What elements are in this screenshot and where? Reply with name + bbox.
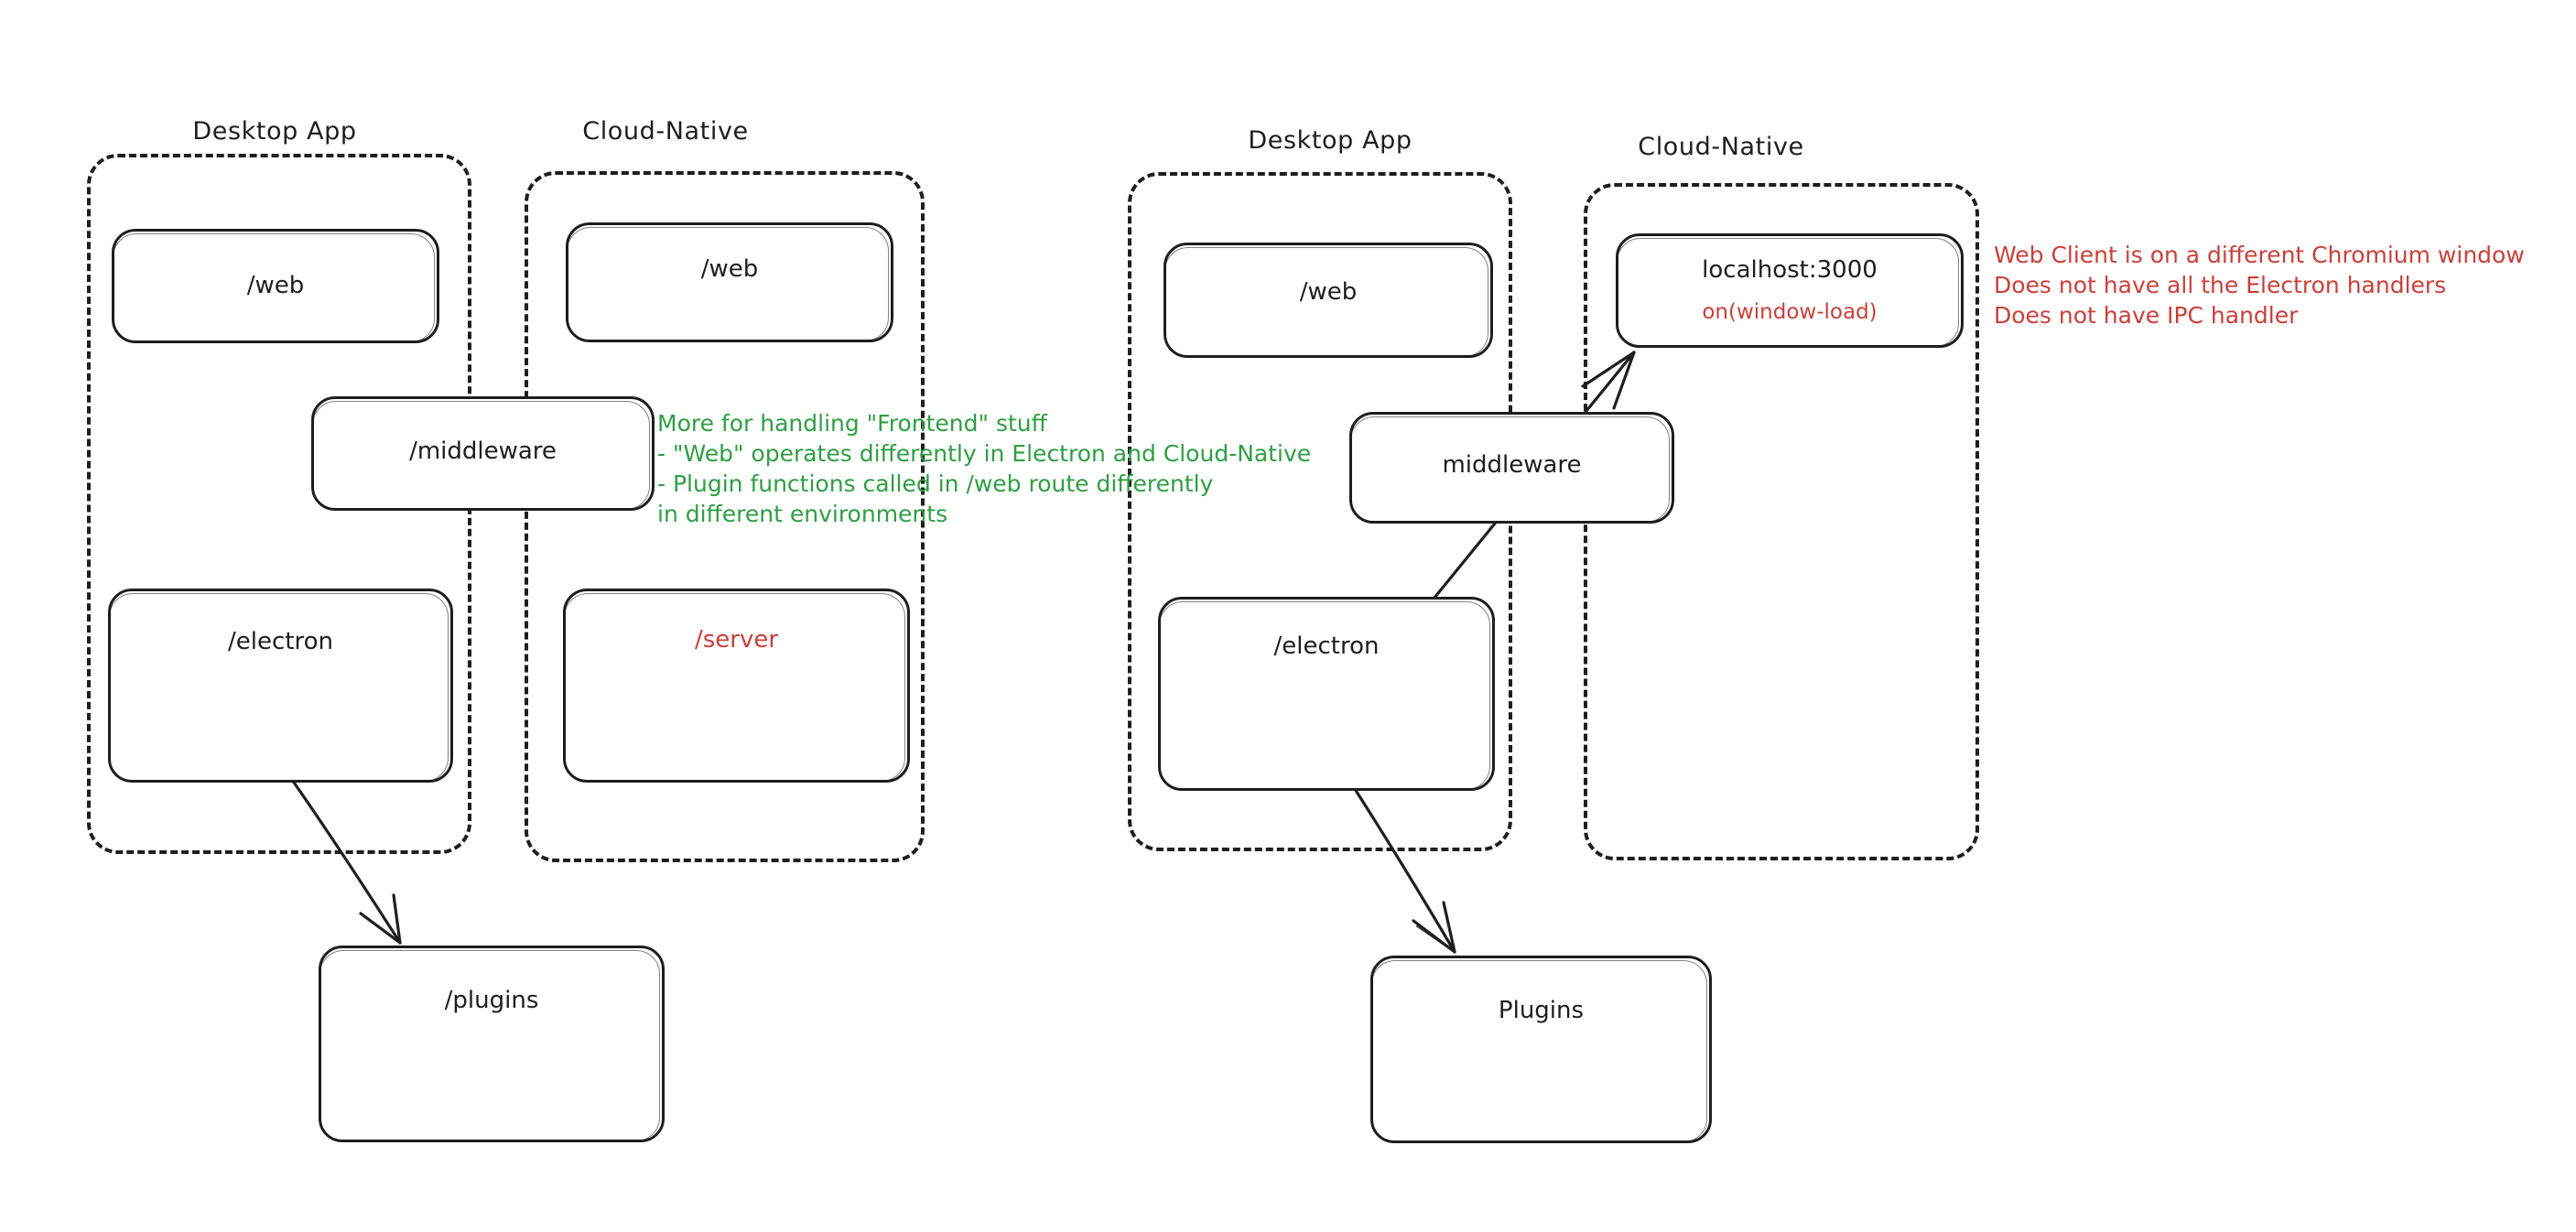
node-label-web-desktop-left: /web [246, 272, 305, 299]
node-label-web-desktop-right: /web [1299, 278, 1358, 306]
node-web-desktop-left[interactable]: /web [112, 229, 439, 343]
node-plugins-left[interactable]: /plugins [319, 946, 665, 1142]
group-label-desktop-app-left: Desktop App [192, 117, 357, 146]
group-cloud-native-left [525, 171, 925, 862]
group-label-cloud-native-left: Cloud-Native [582, 117, 749, 146]
node-middleware-left[interactable]: /middleware [311, 396, 655, 511]
group-label-cloud-native-right: Cloud-Native [1638, 133, 1804, 161]
node-sublabel-on-window-load: on(window-load) [1702, 300, 1878, 324]
annotation-frontend-note: More for handling "Frontend" stuff - "We… [657, 410, 1312, 527]
node-web-desktop-right[interactable]: /web [1164, 243, 1493, 358]
node-plugins-right[interactable]: Plugins [1370, 956, 1712, 1143]
node-localhost-right[interactable]: localhost:3000 on(window-load) [1616, 233, 1964, 348]
node-label-localhost-right: localhost:3000 [1702, 256, 1878, 284]
node-label-plugins-right: Plugins [1498, 997, 1585, 1024]
annotation-web-client-note: Web Client is on a different Chromium wi… [1994, 242, 2525, 329]
node-label-plugins-left: /plugins [444, 987, 539, 1014]
node-label-electron-right: /electron [1273, 632, 1380, 660]
node-label-web-cloud-left: /web [700, 255, 759, 283]
node-web-cloud-left[interactable]: /web [566, 222, 893, 342]
node-label-electron-left: /electron [228, 628, 333, 655]
node-label-middleware-left: /middleware [409, 438, 557, 465]
node-electron-right[interactable]: /electron [1158, 597, 1495, 791]
node-label-middleware-right: middleware [1442, 451, 1582, 479]
node-middleware-right[interactable]: middleware [1349, 412, 1674, 524]
node-electron-left[interactable]: /electron [108, 589, 453, 783]
group-label-desktop-app-right: Desktop App [1248, 126, 1412, 155]
node-label-server-left: /server [694, 626, 779, 654]
node-server-left[interactable]: /server [563, 589, 910, 783]
